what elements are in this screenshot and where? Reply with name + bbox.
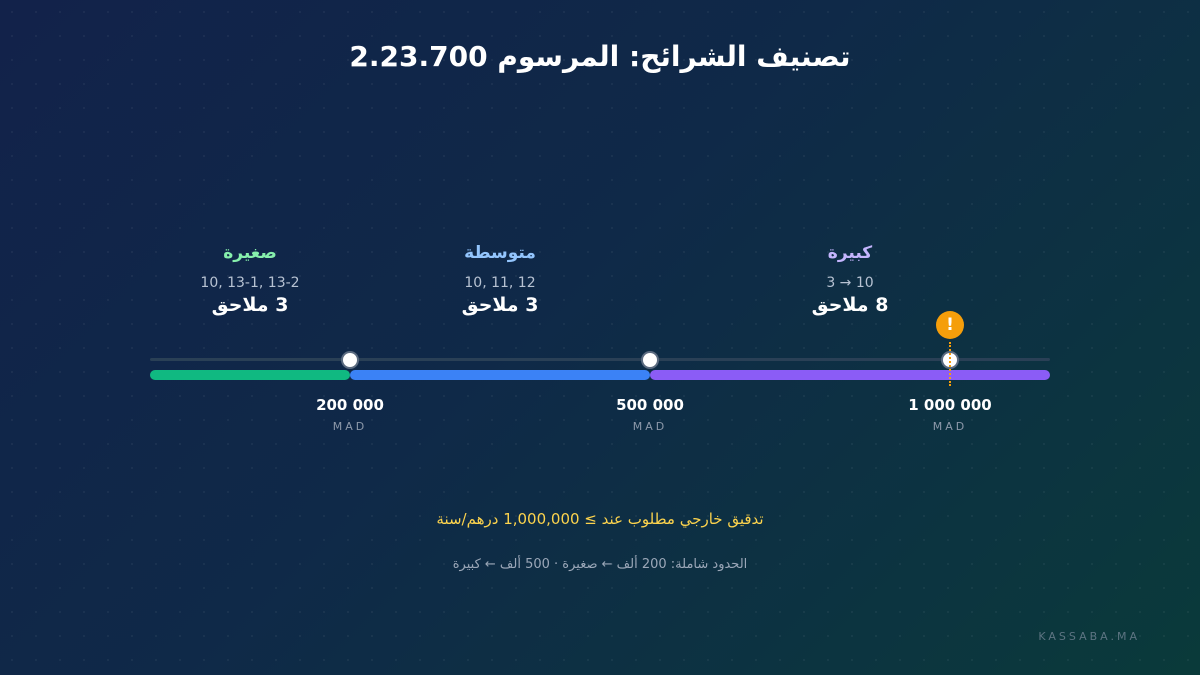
audit-requirement-note: تدقيق خارجي مطلوب عند ≥ 1,000,000 درهم/س… bbox=[436, 510, 764, 528]
timeline-baseline bbox=[150, 358, 1050, 361]
audit-marker-line bbox=[949, 342, 951, 386]
tier-large: كبيرة 3 → 10 8 ملاحق bbox=[730, 243, 970, 316]
tier-small-count: 3 ملاحق bbox=[211, 294, 289, 316]
threshold-label-1m: 1 000 000 MAD bbox=[870, 396, 1030, 433]
threshold-amount: 1 000 000 bbox=[908, 396, 992, 414]
threshold-currency: MAD bbox=[932, 420, 968, 433]
threshold-label-500k: 500 000 MAD bbox=[570, 396, 730, 433]
tier-large-codes: 3 → 10 bbox=[826, 275, 874, 291]
tier-small: صغيرة 10, 13-1, 13-2 3 ملاحق bbox=[130, 243, 370, 316]
tier-large-name: كبيرة bbox=[827, 243, 873, 263]
tier-small-name: صغيرة bbox=[223, 243, 277, 263]
tier-medium: متوسطة 10, 11, 12 3 ملاحق bbox=[380, 243, 620, 316]
segment-medium bbox=[350, 370, 650, 380]
threshold-node-200k bbox=[341, 351, 359, 369]
threshold-currency: MAD bbox=[332, 420, 368, 433]
warning-icon: ! bbox=[936, 311, 964, 339]
tier-medium-count: 3 ملاحق bbox=[461, 294, 539, 316]
segment-large bbox=[650, 370, 1050, 380]
segment-small bbox=[150, 370, 350, 380]
page-title: تصنيف الشرائح: المرسوم 2.23.700 bbox=[349, 40, 851, 73]
tier-small-codes: 10, 13-1, 13-2 bbox=[200, 275, 300, 291]
brand-watermark: KASSABA.MA bbox=[1038, 630, 1140, 643]
threshold-amount: 200 000 bbox=[316, 396, 384, 414]
bounds-inclusive-note: الحدود شاملة: 200 ألف ← صغيرة · 500 ألف … bbox=[452, 557, 748, 572]
tier-large-count: 8 ملاحق bbox=[811, 294, 889, 316]
threshold-node-500k bbox=[641, 351, 659, 369]
tier-medium-name: متوسطة bbox=[464, 243, 536, 263]
threshold-amount: 500 000 bbox=[616, 396, 684, 414]
threshold-currency: MAD bbox=[632, 420, 668, 433]
threshold-label-200k: 200 000 MAD bbox=[270, 396, 430, 433]
tier-medium-codes: 10, 11, 12 bbox=[464, 275, 536, 291]
